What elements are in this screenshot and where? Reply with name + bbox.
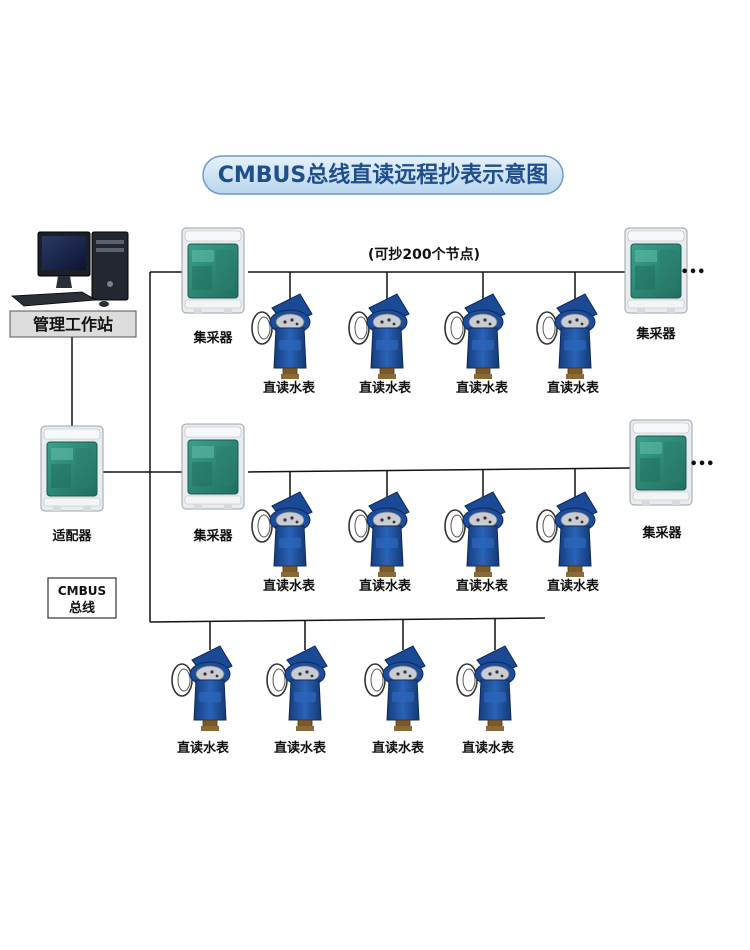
workstation: 管理工作站 [9, 231, 137, 338]
meter-label: 直读水表 [359, 380, 412, 396]
meter-label: 直读水表 [456, 380, 509, 396]
row3-bus-line [149, 617, 546, 623]
meter-label: 直读水表 [274, 740, 327, 756]
page-title: CMBUS总线直读远程抄表示意图 [218, 162, 549, 188]
workstation-label: 管理工作站 [33, 315, 113, 334]
meter-row2-3: 直读水表 [444, 491, 509, 594]
collector-row2-left: 集采器 [181, 423, 245, 544]
title-banner-bg [202, 155, 564, 195]
water-meter-icon [536, 491, 598, 578]
meter-row1-3: 直读水表 [444, 293, 509, 396]
meter-row1-4: 直读水表 [536, 293, 600, 396]
water-meter-icon [536, 293, 598, 380]
water-meter-icon [444, 491, 506, 578]
meter-row3-3: 直读水表 [364, 645, 426, 756]
capacity-note: (可抄200个节点) [368, 246, 480, 263]
meter-label: 直读水表 [456, 578, 509, 594]
ellipsis-row2: ••• [690, 457, 715, 472]
bus-label-line1: CMBUS [58, 584, 106, 598]
meter-row2-2: 直读水表 [348, 491, 412, 594]
meter-label: 直读水表 [263, 578, 316, 594]
meter-label: 直读水表 [547, 380, 600, 396]
workstation-label-box [9, 310, 137, 338]
adapter-device: 适配器 [40, 425, 104, 544]
meter-label: 直读水表 [263, 380, 316, 396]
meter-label: 直读水表 [359, 578, 412, 594]
collector-row1-left: 集采器 [181, 227, 245, 346]
meter-row1-2: 直读水表 [348, 293, 412, 396]
computer-icon [10, 231, 129, 307]
bus-wiring [71, 271, 631, 650]
meter-row2-4: 直读水表 [536, 491, 600, 594]
water-meter-icon [444, 293, 506, 380]
bus-label-box [47, 577, 117, 619]
water-meter-icon [348, 293, 410, 380]
water-meter-icon [364, 645, 426, 732]
meter-label: 直读水表 [547, 578, 600, 594]
water-meter-icon [251, 491, 313, 578]
meter-label: 直读水表 [372, 740, 425, 756]
collector-label: 集采器 [641, 525, 682, 541]
collector-label: 集采器 [635, 326, 676, 342]
title-banner: CMBUS总线直读远程抄表示意图 [202, 155, 564, 195]
collector-icon [624, 227, 688, 314]
meter-row3-4: 直读水表 [456, 645, 518, 756]
water-meter-icon [456, 645, 518, 732]
water-meter-icon [266, 645, 328, 732]
collector-row2-right: 集采器 ••• [629, 419, 715, 541]
ellipsis-row1: ••• [681, 265, 706, 280]
adapter-label: 适配器 [52, 528, 92, 544]
meter-row3-2: 直读水表 [266, 645, 328, 756]
water-meter-icon [171, 645, 233, 732]
meter-label: 直读水表 [462, 740, 515, 756]
collector-label: 集采器 [192, 330, 233, 346]
collector-label: 集采器 [192, 528, 233, 544]
water-meter-icon [251, 293, 313, 380]
meter-row2-1: 直读水表 [251, 491, 316, 594]
bus-label: CMBUS 总线 [47, 577, 117, 619]
meter-label: 直读水表 [177, 740, 230, 756]
collector-row1-right: 集采器 ••• [624, 227, 706, 342]
meter-row3-1: 直读水表 [171, 645, 233, 756]
bus-label-line2: 总线 [69, 600, 95, 616]
collector-icon [629, 419, 693, 506]
row2-bus-line [247, 467, 631, 473]
water-meter-icon [348, 491, 410, 578]
collector-icon [181, 423, 245, 510]
meter-row1-1: 直读水表 [251, 293, 316, 396]
collector-icon [181, 227, 245, 314]
adapter-icon [40, 425, 104, 512]
